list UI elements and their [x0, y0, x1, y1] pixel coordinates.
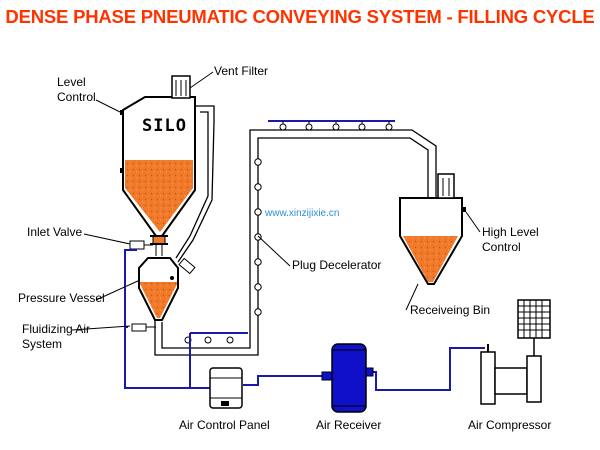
label-level-control-line2: Control [57, 90, 96, 104]
label-air-compressor: Air Compressor [468, 418, 551, 432]
label-pressure-vessel: Pressure Vessel [18, 291, 105, 305]
top-air-injectors [268, 120, 395, 131]
label-air-control-panel: Air Control Panel [179, 418, 270, 432]
conveying-pipe [154, 129, 437, 356]
air-control-panel [209, 367, 243, 409]
label-inlet-valve: Inlet Valve [27, 225, 82, 239]
label-fluidizing-air-line2: System [22, 337, 62, 351]
vent-filter [171, 75, 191, 99]
compressor-control-grid [517, 299, 551, 339]
receiving-bin [399, 173, 466, 285]
plug-decelerators-vertical [254, 158, 262, 316]
label-receiving-bin: Receiveing Bin [410, 303, 490, 317]
label-vent-filter: Vent Filter [214, 64, 268, 78]
label-plug-decelerator: Plug Decelerator [292, 258, 381, 272]
diagram-title: DENSE PHASE PNEUMATIC CONVEYING SYSTEM -… [5, 6, 595, 27]
label-level-control-line1: Level [57, 75, 86, 89]
label-fluidizing-air-line1: Fluidizing Air [22, 322, 90, 336]
bottom-air-injectors [184, 332, 248, 344]
fluidizing-valve [131, 323, 147, 332]
silo-material [125, 160, 193, 232]
watermark: www.xinzijixie.cn [264, 208, 339, 219]
silo-label: SILO [142, 116, 187, 136]
air-lines [124, 249, 485, 391]
pressure-vessel [138, 257, 196, 321]
label-high-level-line1: High Level [482, 225, 539, 239]
leader-lines [71, 71, 481, 331]
label-high-level-line2: Control [482, 240, 521, 254]
label-air-receiver: Air Receiver [316, 418, 381, 432]
air-compressor [480, 299, 551, 405]
air-receiver-tank [321, 343, 374, 413]
inlet-valve-actuator [129, 240, 145, 250]
silo: SILO [120, 96, 196, 237]
